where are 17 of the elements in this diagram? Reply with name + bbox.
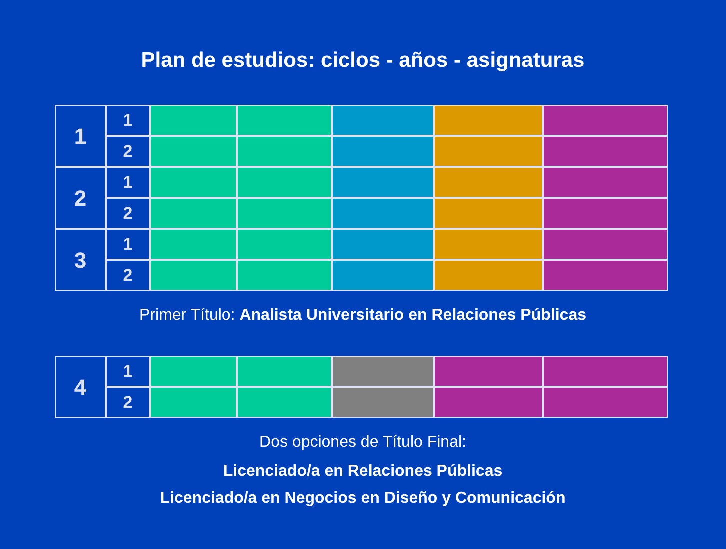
year-number-cell: 1	[106, 167, 150, 198]
year-number-cell: 2	[106, 387, 150, 418]
title: Plan de estudios: ciclos - años - asignaturas	[140, 48, 586, 74]
degree-option: Licenciado/a en Relaciones Públicas	[0, 460, 726, 484]
year-number-cell: 1	[106, 356, 150, 387]
note-heading: Dos opciones de Título Final:	[258, 433, 468, 453]
degree-option: Licenciado/a en Negocios en Diseño y Comunicación	[0, 487, 726, 511]
degree-note: Primer Título: Analista Universitario en Relaciones Públicas	[138, 306, 588, 326]
year-number-cell: 2	[106, 198, 150, 229]
year-number-cell: 1	[106, 105, 150, 136]
year-number-cell: 1	[106, 229, 150, 260]
cycle-number-cell: 3	[55, 229, 106, 291]
cycle-number-cell: 2	[55, 167, 106, 229]
cycle-number-cell: 4	[55, 356, 106, 418]
year-number-cell: 2	[106, 260, 150, 291]
year-number-cell: 2	[106, 136, 150, 167]
cycle-number-cell: 1	[55, 105, 106, 167]
